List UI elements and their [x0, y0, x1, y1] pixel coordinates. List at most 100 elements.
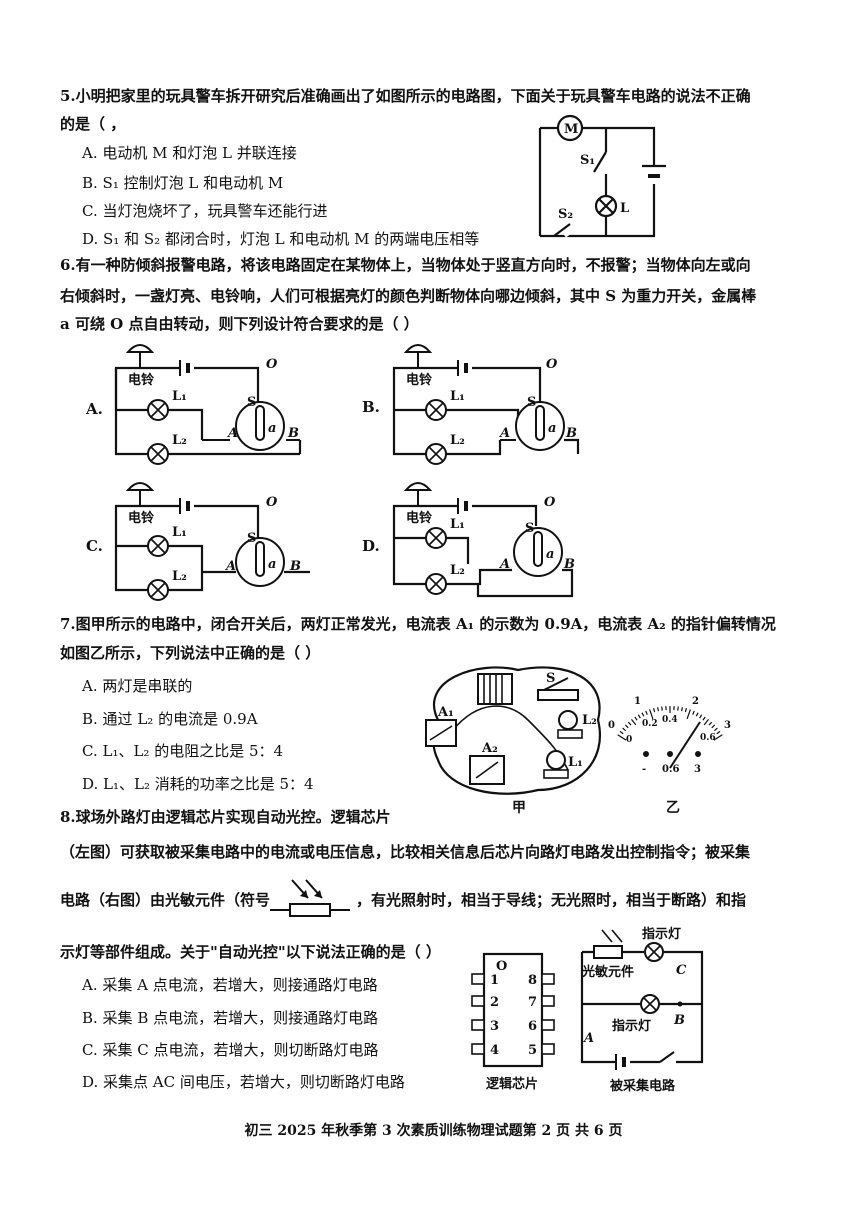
svg-text:A₁: A₁: [437, 705, 454, 720]
svg-text:O: O: [546, 357, 558, 372]
q6-option-a-label[interactable]: A.: [86, 400, 103, 418]
svg-text:7: 7: [528, 995, 537, 1010]
svg-text:A: A: [224, 559, 236, 574]
svg-text:a: a: [268, 421, 276, 436]
svg-text:S₁: S₁: [580, 153, 595, 168]
svg-text:8: 8: [528, 973, 537, 988]
svg-text:电铃: 电铃: [128, 510, 154, 526]
svg-text:C: C: [676, 963, 687, 978]
q5-option-a[interactable]: A. 电动机 M 和灯泡 L 并联连接: [82, 144, 297, 162]
svg-text:L₂: L₂: [582, 713, 597, 728]
dial-tick: [692, 710, 695, 715]
svg-text:2: 2: [490, 995, 499, 1010]
svg-text:S: S: [525, 521, 534, 536]
svg-text:1: 1: [490, 973, 499, 988]
q8-stem-line3b: ，有光照射时，相当于导线；无光照时，相当于断路）和指: [356, 891, 747, 909]
q5-option-d[interactable]: D. S₁ 和 S₂ 都闭合时，灯泡 L 和电动机 M 的两端电压相等: [82, 230, 480, 248]
svg-text:a: a: [268, 557, 276, 572]
svg-text:0.6: 0.6: [662, 764, 679, 775]
dial-tick: [711, 724, 716, 729]
svg-text:指示灯: 指示灯: [612, 1018, 651, 1034]
q5-stem-line1: 5.小明把家里的玩具警车拆开研究后准确画出了如图所示的电路图，下面关于玩具警车电…: [60, 87, 751, 105]
svg-text:L₂: L₂: [172, 569, 187, 584]
q7-option-b[interactable]: B. 通过 L₂ 的电流是 0.9A: [82, 710, 258, 728]
dial-tick: [677, 706, 679, 711]
svg-text:a: a: [548, 421, 556, 436]
svg-text:B: B: [565, 426, 577, 441]
dial-tick: [695, 712, 699, 717]
q7-caption-left: 甲: [512, 800, 526, 816]
dial-tick: [661, 706, 663, 711]
svg-text:O: O: [496, 959, 507, 974]
dial-needle: [669, 721, 701, 769]
q5-option-c[interactable]: C. 当灯泡烧坏了，玩具警车还能行进: [82, 202, 328, 220]
dial-tick: [634, 716, 638, 721]
svg-text:0.2: 0.2: [642, 719, 658, 729]
svg-text:-: -: [642, 764, 646, 775]
svg-text:4: 4: [490, 1043, 499, 1058]
svg-text:L₂: L₂: [450, 433, 465, 448]
q7-stem-line1: 7.图甲所示的电路中，闭合开关后，两灯正常发光，电流表 A₁ 的示数为 0.9A…: [60, 615, 776, 633]
svg-text:L₁: L₁: [172, 389, 187, 404]
q7-option-c[interactable]: C. L₁、L₂ 的电阻之比是 5：4: [82, 742, 284, 760]
svg-text:B: B: [289, 559, 301, 574]
q8-option-b[interactable]: B. 采集 B 点电流，若增大，则接通路灯电路: [82, 1009, 379, 1027]
q5-circuit-diagram: M S₁ L S₂: [538, 114, 666, 238]
dial-tick: [631, 719, 637, 726]
q7-ammeter-dial: 0 1 2 3 0 0.2 0.4 0.6 - 0.6 3: [608, 696, 731, 775]
q5-stem-line2: 的是（ ，: [60, 115, 126, 133]
svg-text:S: S: [247, 395, 256, 410]
svg-text:A: A: [226, 426, 238, 441]
motor-symbol: [556, 114, 584, 142]
dial-tick: [624, 724, 629, 729]
svg-text:0: 0: [608, 720, 615, 731]
svg-text:L₁: L₁: [172, 525, 187, 540]
svg-text:S₂: S₂: [558, 207, 573, 222]
svg-text:0.6: 0.6: [700, 733, 716, 743]
q6-option-b-label[interactable]: B.: [362, 398, 380, 416]
dial-tick: [716, 730, 721, 735]
svg-text:O: O: [266, 495, 278, 510]
svg-text:3: 3: [694, 764, 701, 775]
svg-text:指示灯: 指示灯: [642, 926, 681, 942]
q7-option-a[interactable]: A. 两灯是串联的: [82, 677, 193, 695]
logic-chip: O 1 2 3 4 8 7 6 5 逻辑芯片: [471, 952, 555, 1092]
svg-text:a: a: [546, 547, 554, 562]
dial-tick: [703, 719, 709, 726]
q7-stem-line2: 如图乙所示，下列说法中正确的是（ ）: [60, 644, 321, 662]
dial-tick: [619, 730, 624, 735]
q8-option-c[interactable]: C. 采集 C 点电流，若增大，则切断路灯电路: [82, 1041, 379, 1059]
svg-text:2: 2: [692, 696, 699, 707]
dial-tick: [652, 708, 656, 713]
svg-text:A: A: [498, 557, 510, 572]
q6-circuit-d: 电铃 O L₁ L₂ S a A B: [392, 482, 575, 598]
q6-option-c-label[interactable]: C.: [86, 537, 103, 555]
svg-text:电铃: 电铃: [406, 510, 432, 526]
q6-stem-line1: 6.有一种防倾斜报警电路，将该电路固定在某物体上，当物体处于竖直方向时，不报警；…: [60, 256, 751, 274]
q6-stem-line2: 右倾斜时，一盏灯亮、电铃响，人们可根据亮灯的颜色判断物体向哪边倾斜，其中 S 为…: [60, 287, 757, 305]
q8-option-a[interactable]: A. 采集 A 点电流，若增大，则接通路灯电路: [82, 976, 378, 994]
dial-tick: [684, 708, 688, 713]
svg-text:O: O: [266, 357, 278, 372]
svg-text:S: S: [247, 531, 256, 546]
svg-text:被采集电路: 被采集电路: [609, 1078, 676, 1094]
svg-text:0.4: 0.4: [662, 715, 678, 725]
q6-option-d-label[interactable]: D.: [362, 537, 380, 555]
dial-tick: [708, 721, 713, 726]
q7-option-d[interactable]: D. L₁、L₂ 消耗的功率之比是 5：4: [82, 775, 314, 793]
svg-text:A₂: A₂: [481, 741, 498, 756]
collected-circuit: 光敏元件 指示灯 C 指示灯 B A 被采集电路: [580, 926, 704, 1094]
dial-tick: [713, 727, 718, 732]
q8-stem-line4: 示灯等部件组成。关于"自动光控"以下说法正确的是（ ）: [60, 943, 441, 961]
svg-text:B: B: [563, 557, 575, 572]
svg-text:3: 3: [724, 720, 731, 731]
dial-tick: [645, 710, 648, 715]
svg-text:L₂: L₂: [450, 563, 465, 578]
svg-text:S: S: [546, 671, 555, 686]
dial-tick: [641, 712, 645, 717]
dial-tick: [702, 716, 706, 721]
q5-option-b[interactable]: B. S₁ 控制灯泡 L 和电动机 M: [82, 174, 284, 192]
q8-option-d[interactable]: D. 采集点 AC 间电压，若增大，则切断路灯电路: [82, 1073, 405, 1091]
q6-stem-line3: a 可绕 O 点自由转动，则下列设计符合要求的是（ ）: [60, 315, 419, 333]
svg-text:A: A: [498, 426, 510, 441]
